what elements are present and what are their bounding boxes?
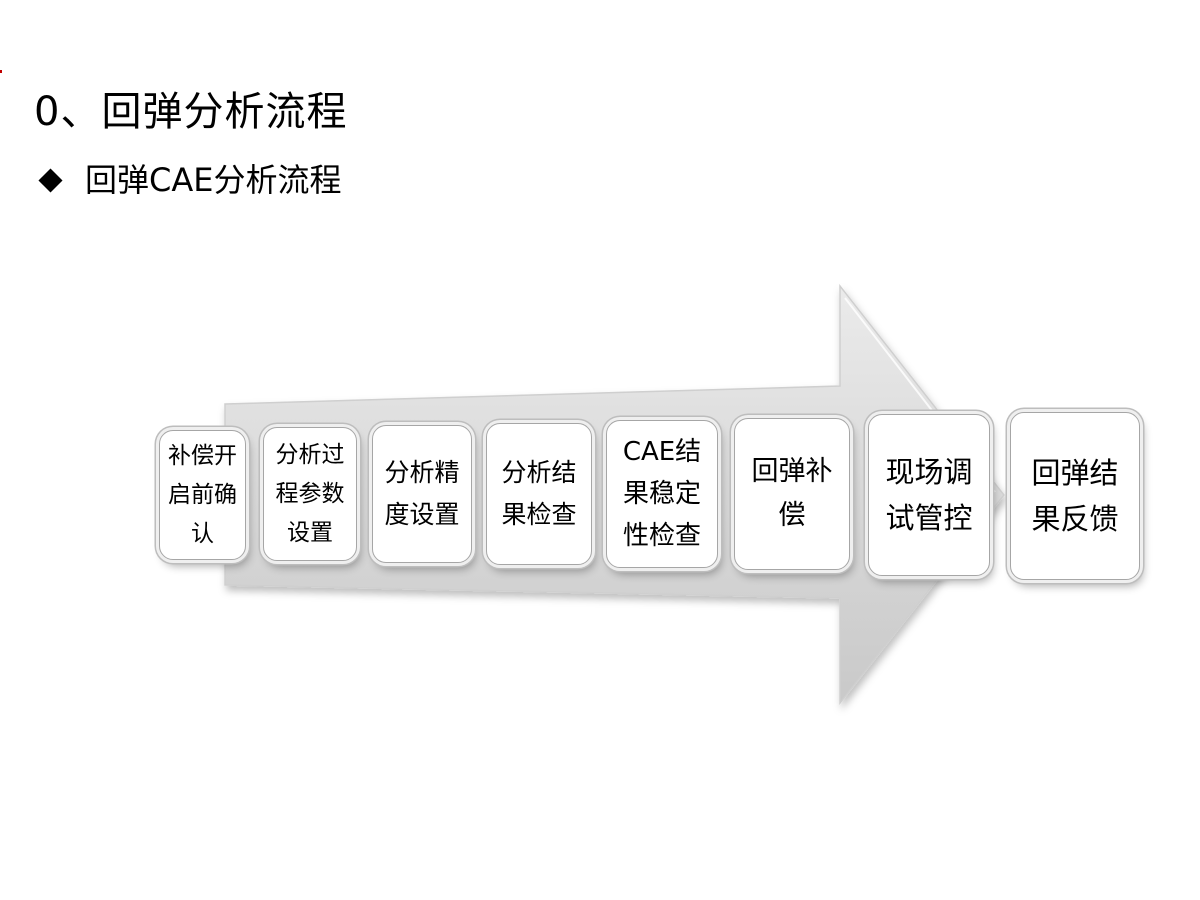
flow-step-8: 回弹结 果反馈 [1010, 412, 1140, 580]
flow-step-4: 分析结 果检查 [486, 423, 592, 565]
flow-step-label: 分析过 程参数 设置 [275, 441, 345, 546]
subtitle-row: 回弹CAE分析流程 [38, 160, 341, 200]
subtitle: 回弹CAE分析流程 [85, 161, 342, 199]
flow-step-label: 现场调 试管控 [885, 455, 973, 535]
flow-step-1: 补偿开 启前确 认 [159, 430, 246, 560]
flow-step-label: 回弹补 偿 [751, 456, 833, 531]
flow-step-5: CAE结 果稳定 性检查 [606, 420, 718, 568]
flow-step-3: 分析精 度设置 [372, 425, 472, 563]
flow-step-7: 现场调 试管控 [868, 414, 990, 576]
flow-step-label: CAE结 果稳定 性检查 [622, 437, 702, 551]
flow-step-label: 分析精 度设置 [384, 458, 460, 529]
flow-step-label: 补偿开 启前确 认 [168, 442, 237, 547]
flow-step-label: 回弹结 果反馈 [1031, 456, 1119, 536]
slide-edge-mark [0, 70, 2, 73]
flow-step-label: 分析结 果检查 [501, 458, 577, 529]
flow-step-2: 分析过 程参数 设置 [263, 427, 357, 561]
page-title: 0、回弹分析流程 [34, 89, 348, 135]
flow-step-6: 回弹补 偿 [734, 418, 850, 570]
